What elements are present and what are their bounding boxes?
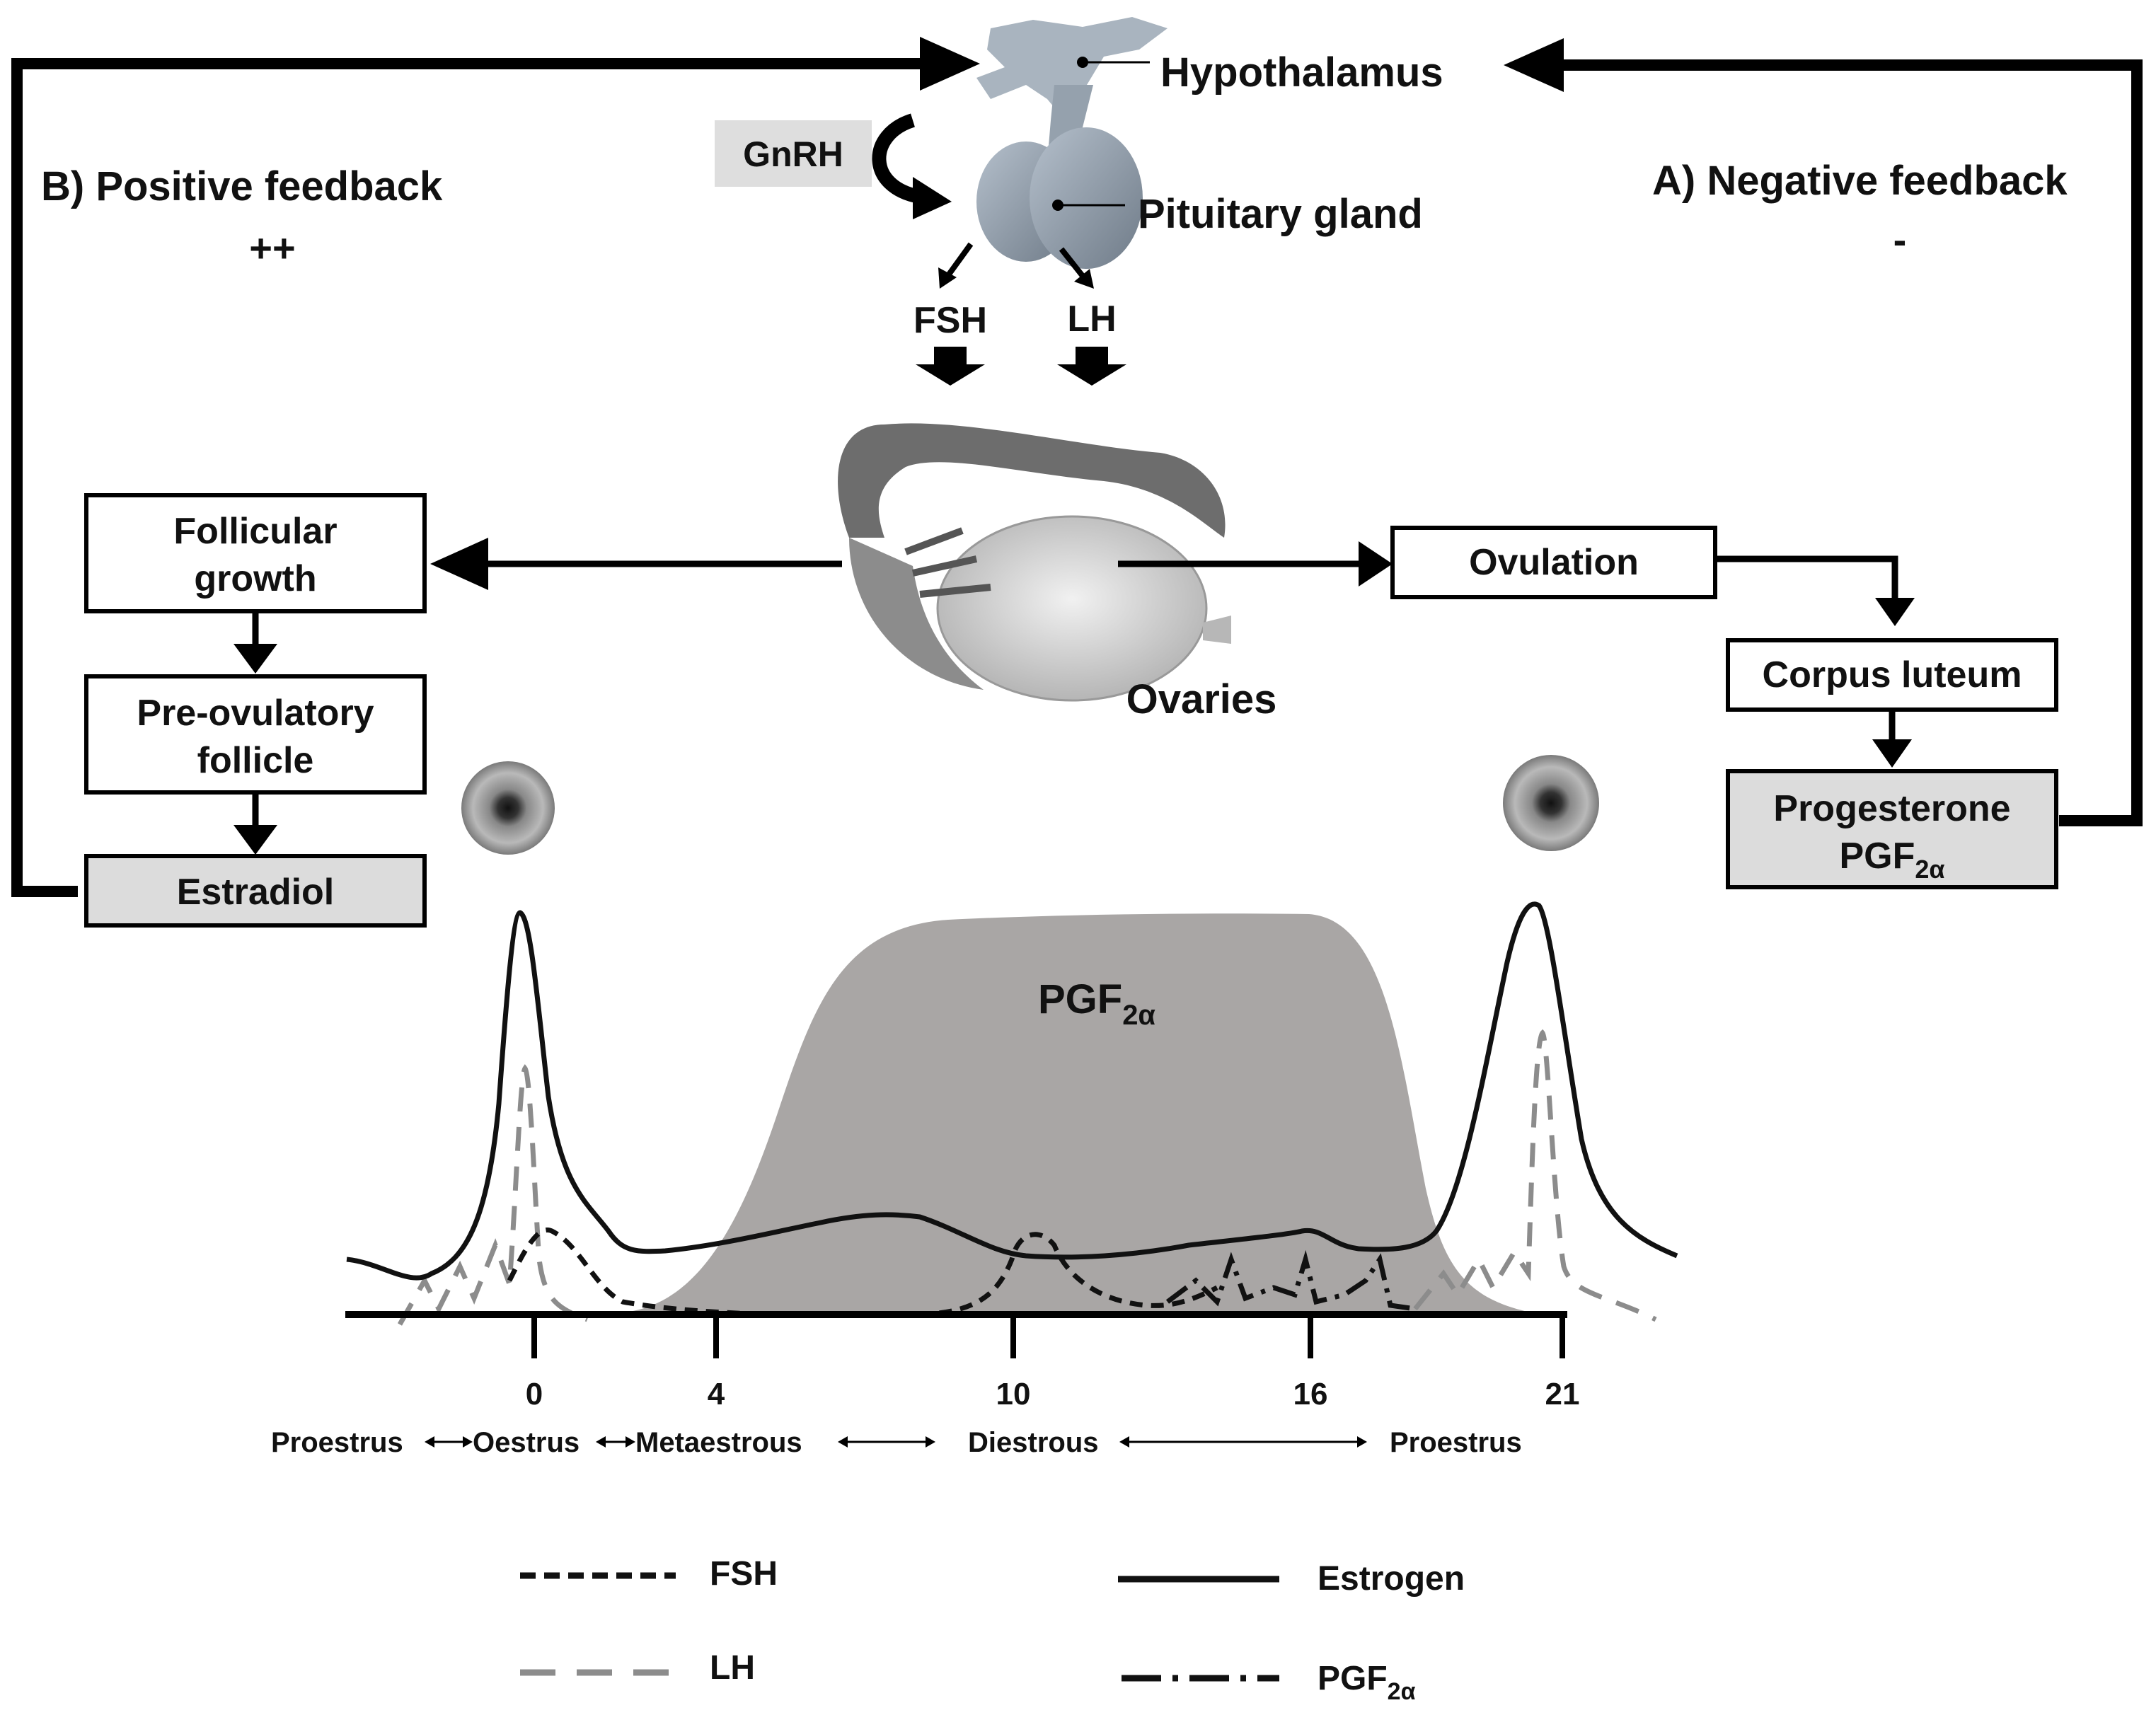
ovulation-box (1390, 526, 1717, 599)
preovulatory-follicle-box (84, 674, 427, 795)
gnrh-curved-arrow (872, 113, 922, 204)
ovary-to-ovulation-arrow (1359, 541, 1393, 587)
phase-label-proestrus-2: Proestrus (1390, 1427, 1522, 1458)
positive-feedback-loop (11, 37, 980, 897)
chart-legend: FSH LH Estrogen PGF2α (520, 1555, 1465, 1705)
x-tick-label-16: 16 (1293, 1377, 1328, 1411)
fsh-label: FSH (913, 300, 987, 341)
preovulatory-label-line1: Pre-ovulatory (137, 693, 374, 734)
lh-curve (397, 1029, 1657, 1326)
gnrh-label: GnRH (743, 134, 843, 174)
ovaries-label: Ovaries (1126, 676, 1277, 722)
x-axis-ticks (531, 1315, 1565, 1358)
positive-feedback-title: B) Positive feedback (41, 163, 443, 209)
legend-estrogen-label: Estrogen (1318, 1560, 1465, 1598)
hypothalamus-label: Hypothalamus (1160, 50, 1443, 96)
x-tick-label-0: 0 (526, 1377, 543, 1411)
estradiol-box (84, 854, 427, 928)
ovulation-label: Ovulation (1469, 542, 1639, 583)
phase-label-proestrus-1: Proestrus (271, 1427, 403, 1458)
fallopian-tube (838, 423, 1226, 538)
pituitary-posterior-lobe (1030, 127, 1143, 269)
oocyte-icon-left (461, 761, 555, 855)
negative-feedback-line (1564, 59, 2143, 826)
estradiol-label: Estradiol (177, 872, 335, 913)
hormone-chart: PGF2α 0 4 10 16 21 (345, 901, 1678, 1411)
positive-feedback-sign: ++ (249, 226, 295, 270)
negative-feedback-title: A) Negative feedback (1652, 158, 2068, 204)
phase-label-metaestrous: Metaestrous (635, 1427, 802, 1458)
oocyte-icon-right (1503, 755, 1599, 851)
follicular-growth-box (84, 493, 427, 613)
negative-feedback-loop (1504, 38, 2143, 826)
positive-feedback-arrowhead (920, 37, 980, 91)
pgf2a-area-label-base: PGF (1038, 976, 1122, 1022)
progesterone-pgf-label: PGF2α (1839, 836, 1944, 884)
pituitary-label: Pituitary gland (1138, 191, 1423, 237)
corpus-luteum-box (1726, 638, 2058, 712)
x-tick-label-4: 4 (708, 1377, 725, 1411)
gnrh-badge (715, 120, 872, 187)
progesterone-pgf-base: PGF (1839, 836, 1915, 877)
progesterone-pgf-box (1726, 769, 2058, 889)
pgf2a-area (623, 913, 1543, 1315)
phase-label-diestrous: Diestrous (968, 1427, 1099, 1458)
corpus-luteum-label: Corpus luteum (1763, 654, 2022, 695)
x-tick-label-21: 21 (1545, 1377, 1580, 1411)
lh-label: LH (1067, 299, 1116, 340)
negative-feedback-sign: - (1893, 217, 1907, 262)
legend-pgf2a-sub: 2α (1388, 1678, 1416, 1705)
progesterone-pgf-sub: 2α (1915, 855, 1944, 884)
follicular-growth-label-line1: Follicular (173, 511, 337, 552)
pgf2a-area-label: PGF2α (1038, 976, 1155, 1031)
legend-fsh-label: FSH (710, 1555, 778, 1593)
hypothalamus-shape (976, 17, 1168, 120)
fsh-block-arrow (916, 347, 985, 386)
x-axis-tick-labels: 0 4 10 16 21 (526, 1377, 1580, 1411)
lh-block-arrow (1057, 347, 1126, 386)
legend-lh-label: LH (710, 1649, 755, 1687)
phase-labels: Proestrus Oestrus Metaestrous Diestrous … (271, 1427, 1522, 1458)
pgf2a-area-label-sub: 2α (1122, 1000, 1155, 1031)
estrogen-curve (346, 901, 1678, 1281)
ovary-body (936, 515, 1208, 702)
phase-label-oestrus: Oestrus (473, 1427, 580, 1458)
legend-pgf2a-base: PGF (1318, 1660, 1388, 1697)
preovulatory-label-line2: follicle (197, 740, 314, 781)
legend-pgf2a-label: PGF2α (1318, 1660, 1416, 1705)
positive-feedback-line (11, 58, 920, 897)
progesterone-label: Progesterone (1773, 788, 2010, 829)
follicular-growth-label-line2: growth (194, 558, 316, 599)
ovary-to-follicular-arrow (430, 538, 488, 590)
hypothalamus-pituitary-illustration (976, 17, 1168, 269)
x-tick-label-10: 10 (996, 1377, 1031, 1411)
negative-feedback-arrowhead (1504, 38, 1564, 92)
